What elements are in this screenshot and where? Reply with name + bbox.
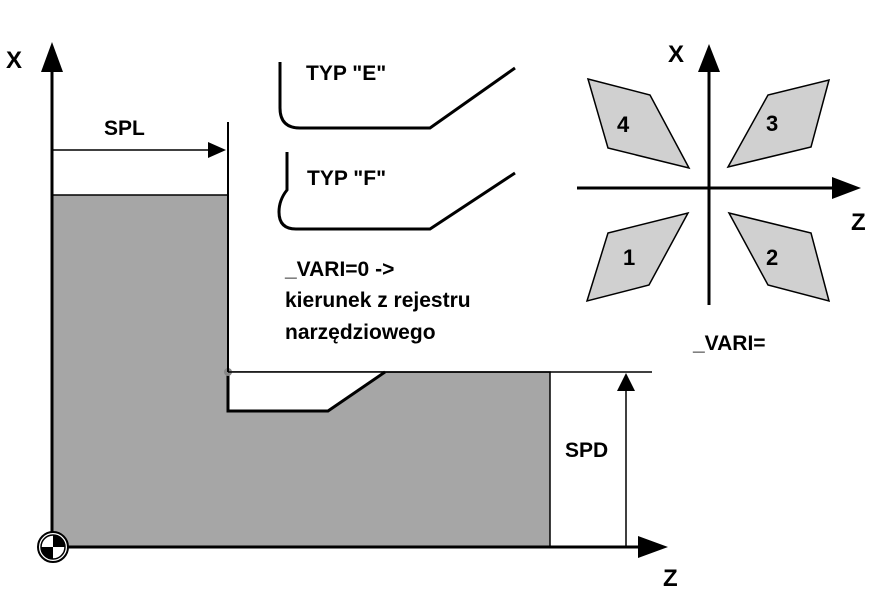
insert-quadrant-4: [586, 77, 691, 170]
main-z-axis-label: Z: [663, 565, 678, 591]
quadrant-4-label: 4: [617, 112, 630, 137]
orientation-vari-label: _VARI=: [692, 332, 766, 355]
type-f-label: TYP "F": [307, 167, 386, 190]
quadrant-2-label: 2: [766, 245, 778, 270]
type-e-profile: [278, 62, 516, 130]
undercut-profile-line: [226, 370, 386, 413]
undercut-groove: [228, 372, 385, 411]
spd-label: SPD: [565, 439, 608, 462]
orientation-z-axis-arrowhead: [832, 177, 861, 199]
type-f-profile: [277, 152, 516, 231]
insert-quadrant-1: [585, 211, 690, 303]
type-e-label: TYP "E": [306, 62, 386, 85]
insert-quadrant-3: [726, 78, 831, 169]
orientation-x-axis-arrowhead: [698, 44, 720, 72]
quadrant-1-label: 1: [623, 245, 635, 270]
main-x-axis-arrowhead: [41, 42, 63, 72]
orientation-x-axis-label: X: [668, 41, 684, 68]
orientation-z-axis-label: Z: [851, 209, 866, 236]
spl-arrowhead: [208, 142, 226, 158]
main-x-axis-label: X: [6, 47, 22, 74]
quadrant-3-label: 3: [766, 111, 778, 136]
workpiece-section: [51, 194, 551, 548]
insert-quadrant-2: [727, 211, 831, 303]
spd-arrowhead: [617, 373, 635, 391]
main-z-axis-arrowhead: [638, 536, 668, 558]
origin-icon: [37, 531, 69, 563]
spl-label: SPL: [104, 117, 145, 140]
vari-note-line3: narzędziowego: [285, 321, 436, 344]
vari-note-line2: kierunek z rejestru: [285, 289, 471, 312]
vari-note-line1: _VARI=0 ->: [284, 258, 394, 281]
